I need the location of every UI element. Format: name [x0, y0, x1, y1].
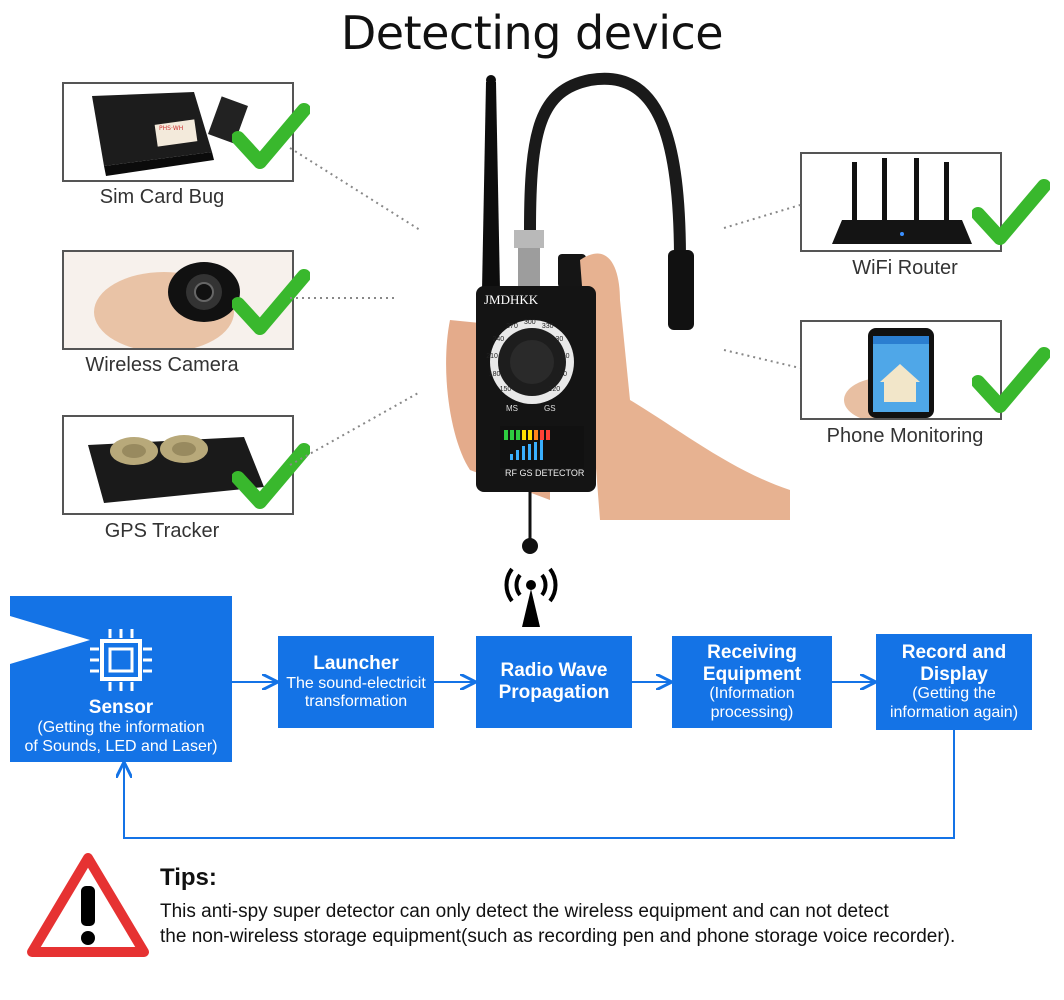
dial-number: 270 [506, 323, 518, 331]
connector-lines [289, 147, 801, 466]
sensor-notch [10, 616, 90, 664]
dial-number: 300 [524, 319, 536, 326]
flow-launcher-box: Launcher The sound-electricit transforma… [278, 636, 434, 728]
detect-label: GPS Tracker [104, 520, 220, 542]
flow-launcher-sub: The sound-electricit transformation [286, 674, 426, 710]
sim-card-bug-check-icon [231, 102, 311, 177]
dial-number: 210 [486, 353, 498, 361]
device-gs-label: GS [544, 404, 556, 413]
wifi-router-check-icon [971, 178, 1051, 253]
device-panel-label: RF GS DETECTOR [505, 468, 585, 478]
detect-label: Wireless Camera [85, 354, 239, 376]
phone-monitoring-check-icon [971, 346, 1051, 421]
tips-line-2: the non-wireless storage equipment(such … [160, 926, 956, 947]
flow-launcher-title: Launcher [313, 652, 399, 674]
svg-text:PHS·WH: PHS·WH [159, 125, 183, 132]
dial-number: 120 [548, 386, 561, 394]
dial-number: 30 [555, 335, 564, 343]
wireless-camera-check-icon [231, 268, 311, 343]
device-ms-label: MS [506, 404, 518, 413]
detect-label: Sim Card Bug [99, 186, 225, 208]
flow-arrows [0, 0, 955, 839]
warning-icon [27, 853, 149, 957]
device-brand: JMDHKK [484, 292, 539, 307]
dial-number: 150 [499, 386, 512, 394]
detector-device-image [446, 72, 790, 554]
flow-receiving-sub: (Information processing) [709, 685, 795, 721]
flow-sensor-box: Sensor (Getting the information of Sound… [10, 596, 232, 762]
page-title: Detecting device [340, 6, 724, 60]
wireless-camera-image [62, 250, 294, 350]
flow-record-sub: (Getting the information again) [889, 685, 1019, 721]
flow-receiving-title: Receiving Equipment [702, 641, 802, 685]
flow-record-box: Record and Display (Getting the informat… [876, 634, 1032, 730]
flow-record-title: Record and Display [901, 641, 1007, 685]
dial-number: 330 [541, 323, 554, 331]
flow-receiving-box: Receiving Equipment (Information process… [672, 636, 832, 728]
gps-tracker-check-icon [231, 442, 311, 517]
flow-sensor-title: Sensor [88, 697, 154, 719]
flow-radio-title: Radio Wave Propagation [498, 660, 610, 703]
dial-number: 180 [488, 371, 501, 379]
tips-heading: Tips: [160, 864, 217, 891]
flow-sensor-sub: (Getting the information of Sounds, LED … [24, 719, 218, 755]
dial-number: 90 [559, 371, 568, 379]
wifi-router-image [800, 152, 1002, 252]
dial-number: 240 [492, 335, 505, 343]
chip-icon [90, 629, 152, 692]
flow-radio-box: Radio Wave Propagation [476, 636, 632, 728]
detect-label: Phone Monitoring [826, 425, 984, 447]
signal-tower-icon [504, 567, 558, 627]
tips-line-1: This anti-spy super detector can only de… [160, 901, 889, 922]
detect-label: WiFi Router [852, 257, 958, 279]
phone-monitoring-image [800, 320, 1002, 420]
dial-number: 60 [561, 353, 570, 361]
